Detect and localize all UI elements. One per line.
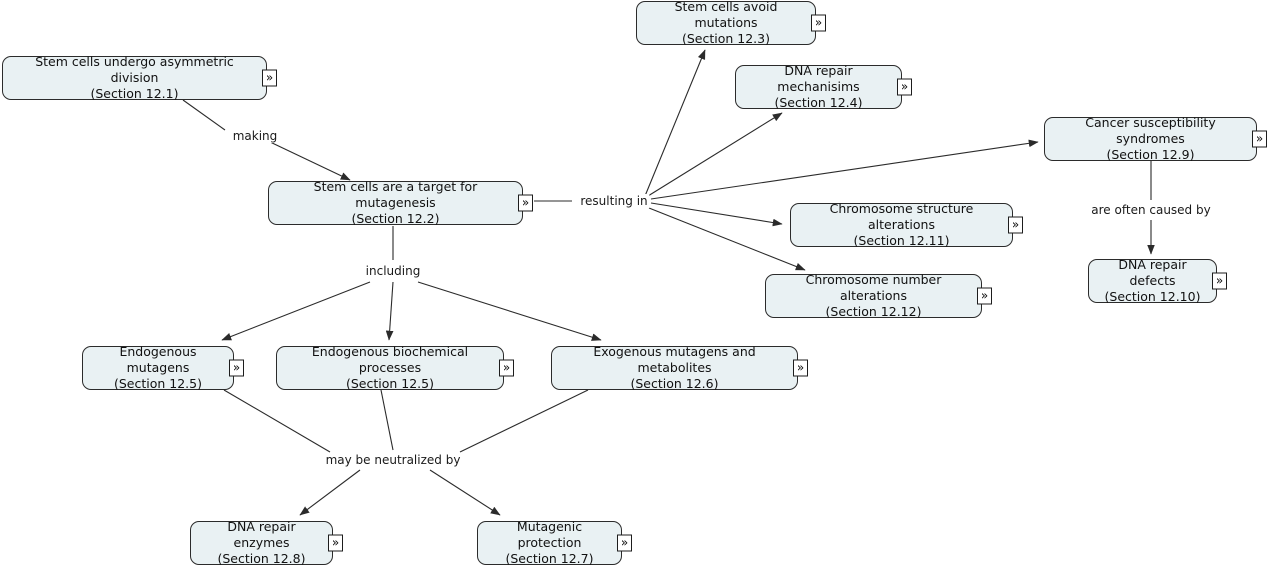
concept-node-section: (Section 12.5)	[345, 376, 434, 391]
concept-node-text: DNA repair mechanisims(Section 12.4)	[744, 63, 893, 111]
concept-node-section: (Section 12.1)	[90, 86, 179, 101]
concept-node-title: Endogenous biochemical processes	[311, 344, 469, 375]
expand-node-icon[interactable]: »	[811, 14, 826, 32]
concept-node-text: Stem cells avoid mutations(Section 12.3)	[645, 0, 807, 47]
concept-node-text: Cancer susceptibility syndromes(Section …	[1053, 115, 1248, 163]
expand-node-icon[interactable]: »	[518, 194, 533, 212]
concept-node-text: Chromosome structure alterations(Section…	[799, 201, 1004, 249]
concept-node-text: Endogenous biochemical processes(Section…	[285, 344, 495, 392]
edge-label-l-neutralized: may be neutralized by	[323, 453, 463, 467]
concept-node-section: (Section 12.11)	[853, 233, 950, 248]
concept-node-title: DNA repair enzymes	[227, 519, 296, 550]
concept-node-n12[interactable]: Chromosome number alterations(Section 12…	[765, 272, 992, 320]
concept-node-title: Endogenous mutagens	[119, 344, 197, 375]
edge-e-resulting-n9	[650, 139, 1039, 200]
concept-node-section: (Section 12.12)	[825, 304, 922, 319]
edge-label-l-making: making	[230, 129, 280, 143]
edge-e-n1-making	[182, 99, 226, 131]
edge-e-neutralized-n8	[299, 469, 361, 516]
edge-e-neutralized-n7	[429, 469, 501, 516]
concept-node-n8[interactable]: DNA repair enzymes(Section 12.8)»	[190, 519, 343, 567]
concept-node-section: (Section 12.2)	[351, 211, 440, 226]
concept-node-section: (Section 12.9)	[1106, 147, 1195, 162]
expand-node-icon[interactable]: »	[793, 359, 808, 377]
edge-e-resulting-n12	[648, 207, 806, 271]
concept-node-section: (Section 12.5)	[113, 376, 202, 391]
concept-node-section: (Section 12.3)	[681, 31, 770, 46]
concept-node-title: Stem cells avoid mutations	[674, 0, 778, 30]
concept-node-title: DNA repair mechanisims	[777, 63, 860, 94]
concept-node-text: Chromosome number alterations(Section 12…	[774, 272, 973, 320]
expand-node-icon[interactable]: »	[977, 287, 992, 305]
concept-node-n4[interactable]: DNA repair mechanisims(Section 12.4)»	[735, 63, 912, 111]
concept-node-section: (Section 12.10)	[1104, 289, 1201, 304]
edge-label-l-resulting: resulting in	[578, 194, 650, 208]
expand-node-icon[interactable]: »	[229, 359, 244, 377]
edge-e-n5b-neutralized	[380, 389, 394, 451]
concept-node-title: Cancer susceptibility syndromes	[1085, 115, 1216, 146]
concept-node-section: (Section 12.6)	[630, 376, 719, 391]
expand-node-icon[interactable]: »	[328, 534, 343, 552]
edge-e-including-n6	[417, 281, 602, 341]
concept-node-n7[interactable]: Mutagenic protection(Section 12.7)»	[477, 519, 632, 567]
concept-node-title: Chromosome number alterations	[805, 272, 942, 303]
edge-label-l-caused: are often caused by	[1089, 203, 1213, 217]
concept-node-section: (Section 12.8)	[217, 551, 306, 566]
expand-node-icon[interactable]: »	[499, 359, 514, 377]
edge-e-including-n5b	[385, 281, 394, 341]
concept-node-n2[interactable]: Stem cells are a target for mutagenesis(…	[268, 179, 533, 227]
concept-node-text: DNA repair enzymes(Section 12.8)	[199, 519, 324, 567]
concept-node-n3[interactable]: Stem cells avoid mutations(Section 12.3)…	[636, 0, 826, 47]
concept-node-n10[interactable]: DNA repair defects(Section 12.10)»	[1088, 257, 1227, 305]
concept-node-text: Mutagenic protection(Section 12.7)	[486, 519, 613, 567]
edge-e-resulting-n3	[644, 49, 706, 197]
edge-e-including-n5a	[221, 281, 371, 341]
edge-e-resulting-n4	[647, 112, 783, 197]
expand-node-icon[interactable]: »	[897, 78, 912, 96]
concept-node-text: Exogenous mutagens and metabolites(Secti…	[560, 344, 789, 392]
concept-node-text: Stem cells undergo asymmetric division(S…	[11, 54, 258, 102]
concept-node-title: Mutagenic protection	[516, 519, 583, 550]
edge-e-making-n2	[267, 140, 351, 181]
concept-node-n1[interactable]: Stem cells undergo asymmetric division(S…	[2, 54, 277, 102]
concept-node-n6[interactable]: Exogenous mutagens and metabolites(Secti…	[551, 344, 808, 392]
concept-node-title: DNA repair defects	[1118, 257, 1187, 288]
concept-node-n5a[interactable]: Endogenous mutagens(Section 12.5)»	[82, 344, 244, 392]
edge-e-n6-neutralized	[459, 389, 589, 453]
edge-label-l-including: including	[363, 264, 423, 278]
concept-node-text: Stem cells are a target for mutagenesis(…	[277, 179, 514, 227]
expand-node-icon[interactable]: »	[262, 69, 277, 87]
expand-node-icon[interactable]: »	[1252, 130, 1267, 148]
expand-node-icon[interactable]: »	[1008, 216, 1023, 234]
concept-node-text: Endogenous mutagens(Section 12.5)	[91, 344, 225, 392]
expand-node-icon[interactable]: »	[1212, 272, 1227, 290]
concept-node-n9[interactable]: Cancer susceptibility syndromes(Section …	[1044, 115, 1267, 163]
expand-node-icon[interactable]: »	[617, 534, 632, 552]
concept-node-n11[interactable]: Chromosome structure alterations(Section…	[790, 201, 1023, 249]
concept-node-text: DNA repair defects(Section 12.10)	[1097, 257, 1208, 305]
concept-node-title: Chromosome structure alterations	[829, 201, 974, 232]
edge-e-n5a-neutralized	[223, 389, 331, 453]
concept-node-section: (Section 12.7)	[505, 551, 594, 566]
edge-e-resulting-n11	[650, 202, 783, 227]
concept-node-title: Exogenous mutagens and metabolites	[593, 344, 756, 375]
concept-node-title: Stem cells are a target for mutagenesis	[313, 179, 478, 210]
concept-node-n5b[interactable]: Endogenous biochemical processes(Section…	[276, 344, 514, 392]
concept-node-section: (Section 12.4)	[774, 95, 863, 110]
concept-node-title: Stem cells undergo asymmetric division	[35, 54, 234, 85]
